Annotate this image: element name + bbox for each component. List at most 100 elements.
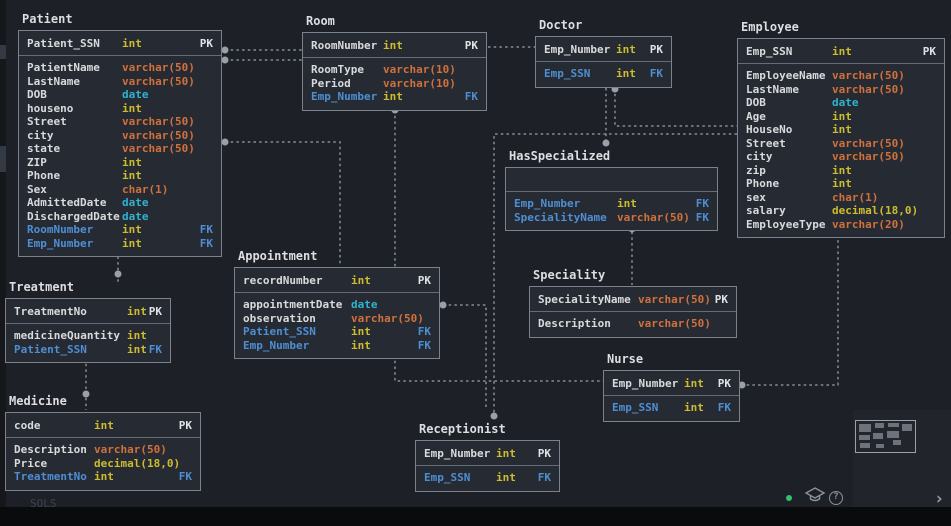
minimap-block	[902, 424, 912, 431]
field-name: Emp_SSN	[612, 401, 659, 414]
endpoint-dot	[221, 56, 229, 64]
field-type: varchar(10)	[383, 63, 456, 76]
field-type: varchar(20)	[832, 217, 905, 231]
field-key-label: PK	[417, 274, 431, 287]
field-name: Street	[27, 115, 67, 128]
help-icon[interactable]: ?	[829, 491, 843, 505]
field-name: EmployeeType	[746, 217, 826, 231]
minimap-block	[859, 435, 870, 440]
field-type: varchar(50)	[122, 142, 195, 155]
table-title: Treatment	[9, 280, 75, 294]
field-type: int	[496, 447, 516, 460]
field-name: Period	[311, 76, 351, 90]
field-row[interactable]: EmployeeType varchar(20)	[746, 218, 936, 232]
field-key-label: PK	[649, 43, 663, 56]
chevron-right-icon[interactable]: ›	[934, 489, 945, 509]
field-name: AdmittedDate	[27, 196, 107, 209]
graduation-cap-icon[interactable]	[804, 487, 826, 503]
endpoint-dot	[114, 270, 122, 278]
field-name: Phone	[746, 177, 780, 190]
field-type: int	[832, 45, 852, 58]
field-name: Phone	[27, 169, 61, 182]
field-name: LastName	[746, 82, 799, 96]
table-title: Nurse	[607, 352, 644, 366]
field-type: date	[832, 96, 859, 109]
field-key-label: FK	[148, 342, 162, 356]
field-type: int	[832, 163, 852, 177]
minimap[interactable]	[855, 420, 916, 453]
field-type: int	[351, 338, 371, 352]
